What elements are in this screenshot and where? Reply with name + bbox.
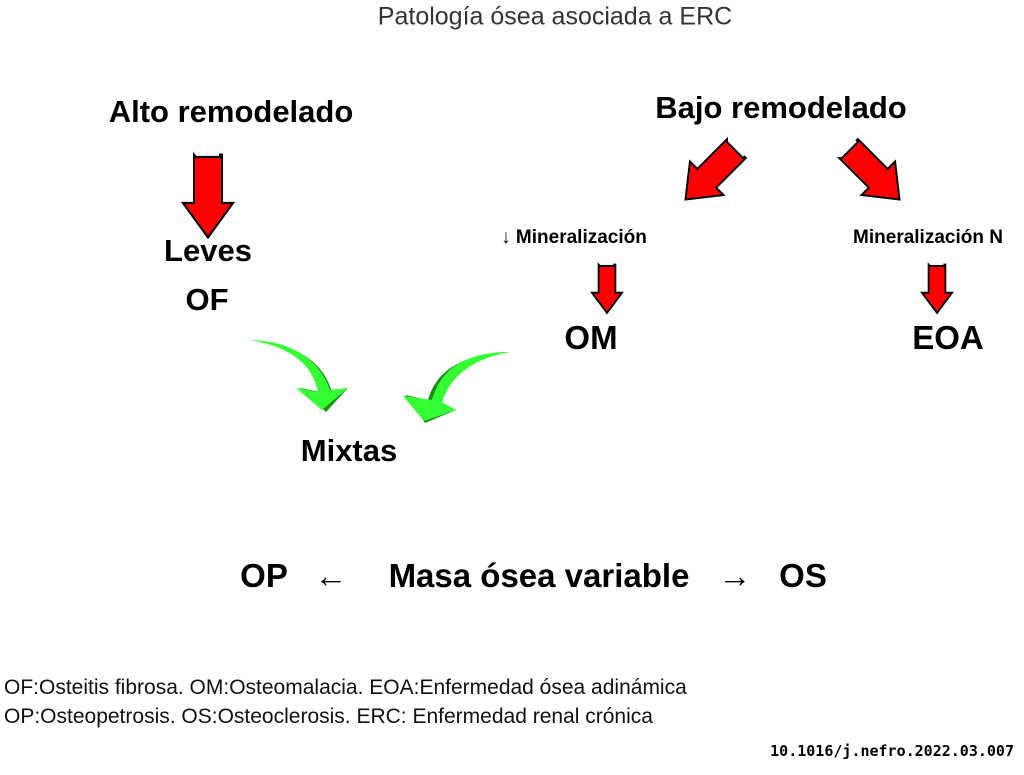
normal-mineralization-label: Mineralización N — [853, 227, 1003, 248]
bone-mass-label: Masa ósea variable — [388, 557, 690, 594]
eoa-label: EOA — [912, 319, 984, 356]
right-arrow-icon: → — [718, 557, 752, 594]
red-arrow-diagonal-right-icon — [830, 130, 918, 218]
left-arrow-icon: ← — [314, 557, 348, 594]
red-arrow-down-eoa-icon — [920, 263, 954, 314]
red-arrow-down-high-icon — [181, 153, 235, 239]
low-turnover-label: Bajo remodelado — [655, 90, 907, 125]
op-label: OP — [240, 557, 288, 594]
green-curved-arrow-right-icon — [403, 352, 510, 423]
diagram-title: Patología ósea asociada a ERC — [377, 2, 733, 31]
low-mineralization-label: ↓ Mineralización — [501, 227, 647, 248]
om-label: OM — [564, 319, 618, 356]
mixed-label: Mixtas — [300, 433, 398, 468]
green-curved-arrow-left-icon — [250, 340, 348, 412]
red-arrow-down-om-icon — [590, 263, 624, 314]
of-label: OF — [185, 282, 229, 317]
legend-line-2: OP:Osteopetrosis. OS:Osteoclerosis. ERC:… — [4, 705, 653, 728]
os-label: OS — [779, 557, 827, 594]
red-arrow-diagonal-left-icon — [667, 130, 755, 218]
legend-line-1: OF:Osteitis fibrosa. OM:Osteomalacia. EO… — [4, 676, 687, 699]
doi-label: 10.1016/j.nefro.2022.03.007 — [770, 742, 1014, 760]
leves-label: Leves — [164, 233, 252, 268]
high-turnover-label: Alto remodelado — [108, 94, 354, 129]
